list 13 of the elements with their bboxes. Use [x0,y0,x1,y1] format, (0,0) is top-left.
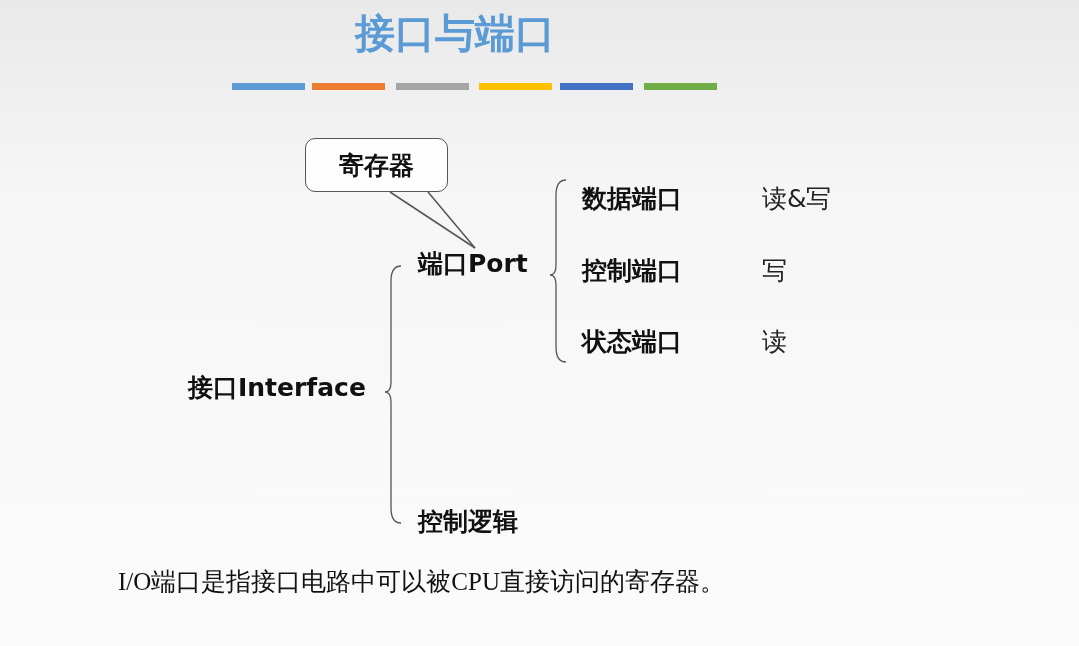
branch-label: 控制端口 [582,255,682,287]
branch-label: 数据端口 [582,183,682,215]
callout-box: 寄存器 [305,138,448,192]
branch-label: 状态端口 [582,326,682,358]
title: 接口与端口 [355,9,555,58]
access-label: 读 [762,326,787,358]
access-label: 写 [762,255,787,287]
branch-label: 端口Port [418,248,528,280]
callout-tail [389,191,476,249]
branch-label: 控制逻辑 [418,506,518,538]
note-text: I/O端口是指接口电路中可以被CPU直接访问的寄存器。 [118,567,725,597]
branch-label: 接口Interface [188,372,366,404]
access-label: 读&写 [762,183,832,215]
